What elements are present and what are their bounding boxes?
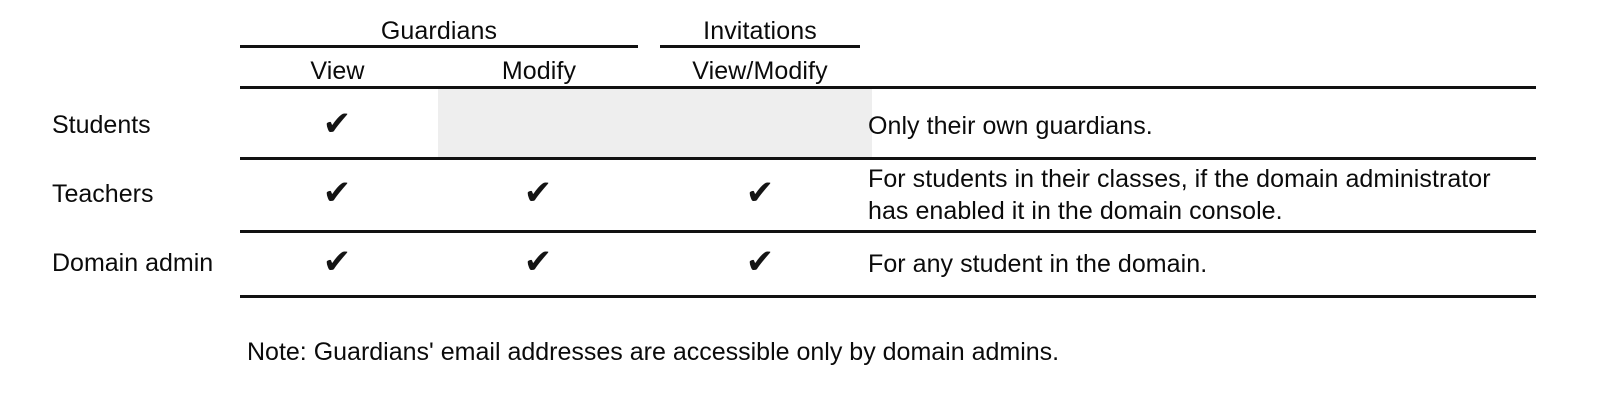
table-cell-check-domain-admin-guardians-view: ✔ <box>322 242 352 282</box>
table-cell-check-students-guardians-view: ✔ <box>322 104 352 144</box>
row-note-teachers: For students in their classes, if the do… <box>868 165 1491 225</box>
row-label-teachers: Teachers <box>52 180 154 208</box>
table-rule-after-teachers <box>240 230 1536 233</box>
group-header-guardians: Guardians <box>380 17 498 45</box>
group-header-invitations: Invitations <box>703 17 817 45</box>
table-rule-after-students <box>240 157 1536 160</box>
table-cell-check-teachers-guardians-modify: ✔ <box>523 173 553 213</box>
table-cell-check-domain-admin-guardians-modify: ✔ <box>523 242 553 282</box>
row-label-students: Students <box>52 111 151 139</box>
table-cell-check-domain-admin-invitations-view-modify: ✔ <box>745 242 775 282</box>
table-footnote: Note: Guardians' email addresses are acc… <box>247 338 1060 366</box>
group-header-guardians-rule <box>240 45 638 48</box>
table-cell-shaded-students <box>438 89 872 157</box>
row-label-domain-admin: Domain admin <box>52 249 214 277</box>
column-header-view: View <box>310 57 365 85</box>
table-cell-check-teachers-guardians-view: ✔ <box>322 173 352 213</box>
row-note-students: Only their own guardians. <box>868 112 1153 140</box>
table-bottom-rule <box>240 295 1536 298</box>
table-cell-check-teachers-invitations-view-modify: ✔ <box>745 173 775 213</box>
row-note-domain-admin: For any student in the domain. <box>868 250 1208 278</box>
table-top-rule <box>240 86 1536 89</box>
group-header-invitations-rule <box>660 45 860 48</box>
column-header-modify: Modify <box>501 57 577 85</box>
column-header-view-modify: View/Modify <box>692 57 828 85</box>
